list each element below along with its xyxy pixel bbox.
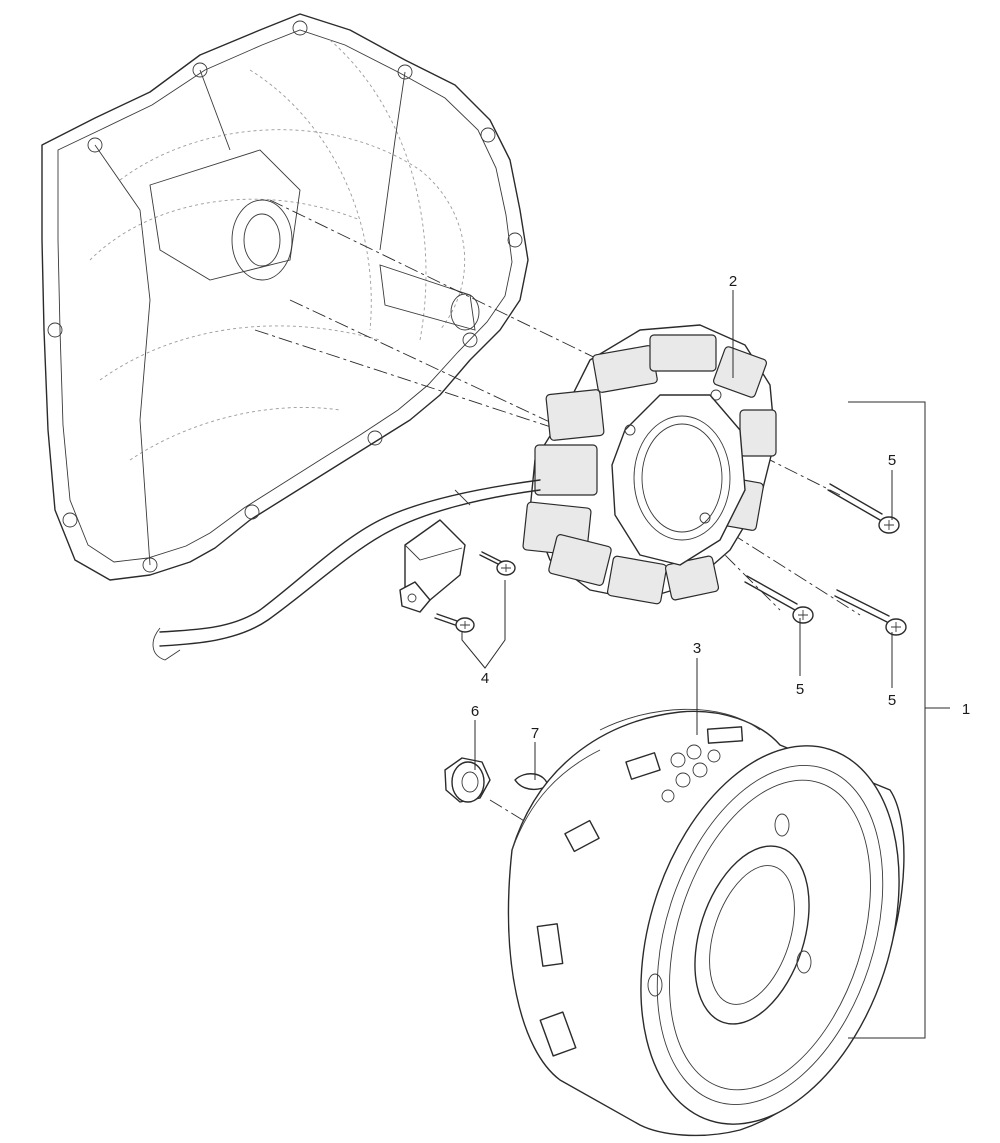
- callout-7: 7: [531, 725, 539, 742]
- stator-screw-upper-right: [827, 483, 900, 534]
- assembly-bracket: [848, 401, 950, 1039]
- pickup-sensor: [399, 519, 466, 613]
- callout-5-middle: 5: [796, 681, 804, 698]
- leader-lines: [461, 290, 893, 780]
- callout-5-upper: 5: [888, 452, 896, 469]
- callout-1: 1: [962, 701, 970, 718]
- sensor-screw-upper: [479, 551, 516, 576]
- callout-6: 6: [471, 703, 479, 720]
- callout-5-right: 5: [888, 692, 896, 709]
- callout-4: 4: [481, 670, 489, 687]
- stator-screw-lower-middle: [744, 575, 814, 624]
- flywheel-rotor: [507, 708, 905, 1137]
- callout-3: 3: [693, 640, 701, 657]
- sensor-screw-lower: [434, 613, 475, 633]
- stator: [152, 324, 777, 661]
- crankcase-cover: [41, 13, 529, 581]
- flange-nut: [444, 757, 491, 803]
- callout-2: 2: [729, 273, 737, 290]
- stator-screw-lower-right: [834, 589, 907, 636]
